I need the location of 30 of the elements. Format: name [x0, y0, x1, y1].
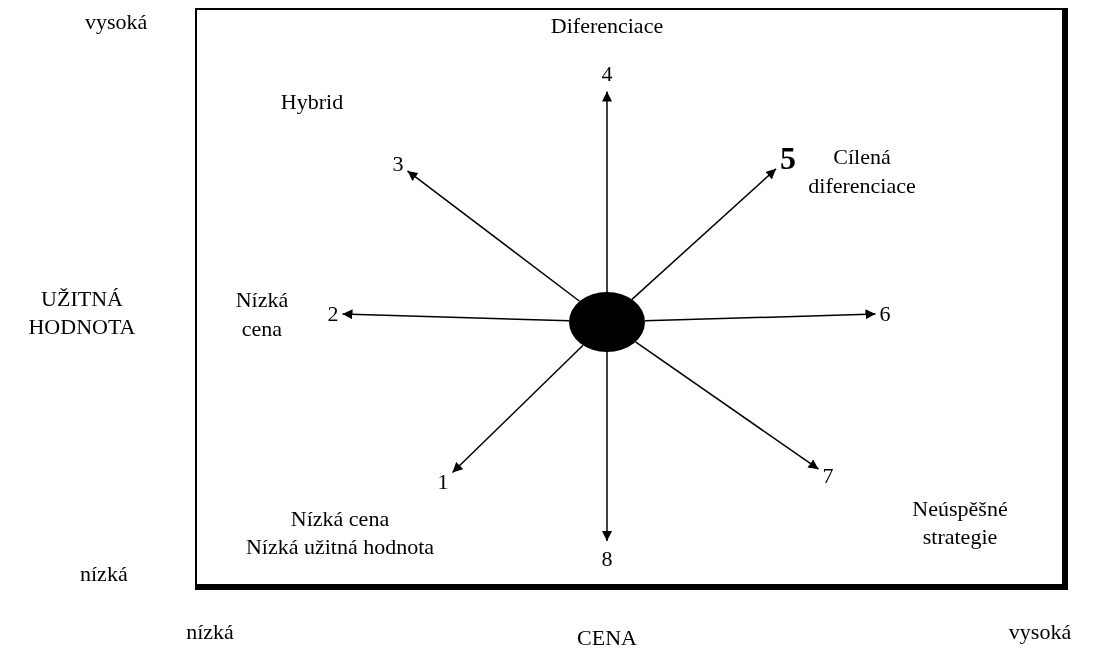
strategy-name: Hybrid [279, 88, 345, 116]
arrow [341, 309, 570, 322]
strategy-number: 5 [780, 138, 796, 178]
arrow [634, 341, 820, 470]
strategy-name: Diferenciace [549, 12, 665, 40]
axis-label: Neúspěšné strategie [911, 495, 1009, 550]
strategy-name: Nízká cena [289, 505, 391, 533]
arrow [602, 90, 612, 293]
strategy-name: Nízká cena [234, 286, 290, 343]
axis-label: UŽITNÁ HODNOTA [27, 285, 137, 340]
arrow [602, 351, 612, 542]
axis-label: CENA [577, 624, 637, 652]
axis-label: nízká [186, 618, 234, 646]
strategy-number: 4 [601, 60, 613, 88]
center-ellipse [569, 292, 645, 352]
strategy-number: 2 [327, 300, 339, 328]
arrow [644, 309, 877, 322]
arrow [406, 170, 581, 302]
strategy-number: 3 [392, 150, 404, 178]
axis-label: vysoká [85, 8, 148, 36]
strategy-number: 1 [437, 468, 449, 496]
axis-label: nízká [80, 560, 128, 588]
strategy-name: Cílená diferenciace [807, 143, 917, 200]
strategy-number: 6 [879, 300, 891, 328]
frame-box [195, 8, 1068, 590]
strategy-name: Nízká užitná hodnota [244, 533, 436, 561]
axis-label: vysoká [1008, 618, 1072, 646]
strategy-number: 8 [601, 545, 613, 573]
arrow [451, 344, 584, 474]
strategy-number: 7 [822, 462, 834, 490]
